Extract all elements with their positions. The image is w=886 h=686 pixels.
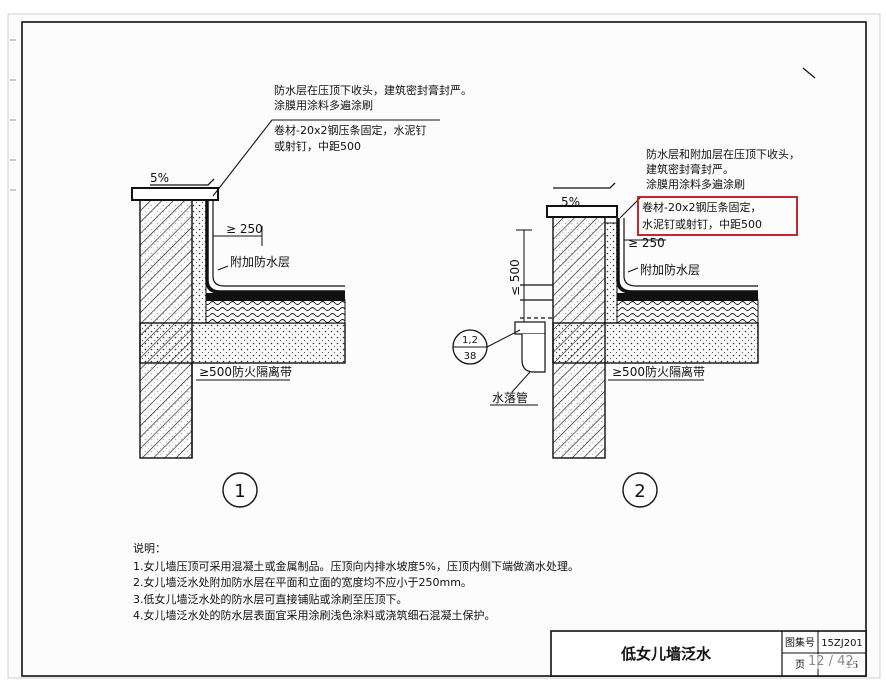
drawing-text: 建筑密封膏封严。 [646, 162, 734, 176]
note-item: 4.女儿墙泛水处的防水层表面宜采用涂刷浅色涂料或浇筑细石混凝土保护。 [133, 608, 496, 622]
note-item: 1.女儿墙压顶可采用混凝土或金属制品。压顶向内排水坡度5%，压顶内侧下端做滴水处… [133, 559, 579, 573]
extra-layer-label-1: 附加防水层 [230, 254, 290, 269]
title-block: 低女儿墙泛水 图集号 15ZJ201 页 15 [550, 630, 867, 677]
slope-label-2: 5% [561, 195, 580, 209]
drawing-frame [21, 21, 867, 677]
highlight-annotation-box [637, 196, 798, 236]
notes-heading: 说明： [133, 541, 166, 555]
drawing-text: 页 [795, 659, 805, 671]
dim-vertical-2: ≤ 500 [508, 259, 522, 296]
drawing-text: 涂膜用涂料多遍涂刷 [274, 98, 373, 112]
drawing-text: 38 [464, 351, 477, 362]
drawing-text: 卷材-20x2钢压条固定， [642, 200, 761, 214]
drawing-text: 2 [634, 481, 645, 502]
slope-label-1: 5% [150, 171, 169, 185]
drawing-text: 水泥钉或射钉，中距500 [642, 217, 762, 231]
detail-1-section: ≥ 250 附加防水层 ≥500防火隔离带 5% 防水层在压顶下收头，建筑密封膏… [131, 83, 472, 508]
fire-note-1: ≥500防火隔离带 [199, 364, 292, 379]
drawing-text: 卷材-20x2钢压条固定，水泥钉 [274, 123, 426, 137]
drawing-text: 涂膜用涂料多遍涂刷 [646, 177, 745, 191]
dim-upturn-1: ≥ 250 [226, 222, 263, 236]
downpipe-label: 水落管 [492, 390, 528, 405]
drawing-text: 防水层在压顶下收头，建筑密封膏封严。 [274, 83, 472, 97]
notes-block: 说明： 1.女儿墙压顶可采用混凝土或金属制品。压顶向内排水坡度5%，压顶内侧下端… [133, 541, 579, 622]
note-item: 2.女儿墙泛水处附加防水层在平面和立面的宽度均不应小于250mm。 [133, 575, 472, 589]
fire-note-2: ≥500防火隔离带 [612, 364, 705, 379]
drawing-text: 防水层和附加层在压顶下收头， [646, 147, 800, 161]
drawing-text: 或射钉，中距500 [274, 139, 361, 153]
page-indicator[interactable]: 12 / 42 [806, 654, 856, 669]
detail-2-section: ≤ 500 ≥ 250 附加防水层 ≥500防火隔离带 5% 水落管 1,2 3… [452, 147, 800, 508]
drawing-text: 1,2 [462, 335, 478, 346]
dim-upturn-2: ≥ 250 [628, 236, 665, 250]
detail-number-2 [622, 472, 658, 508]
drawing-text: 1 [234, 481, 245, 502]
detail-number-1 [222, 472, 258, 508]
extra-layer-label-2: 附加防水层 [640, 262, 700, 277]
note-item: 3.低女儿墙泛水处的防水层可直接铺贴或涂刷至压顶下。 [133, 592, 408, 606]
atlas-number: 15ZJ201 [821, 638, 863, 649]
drawing-title: 低女儿墙泛水 [620, 645, 712, 663]
drawing-text: 图集号 [785, 636, 815, 649]
